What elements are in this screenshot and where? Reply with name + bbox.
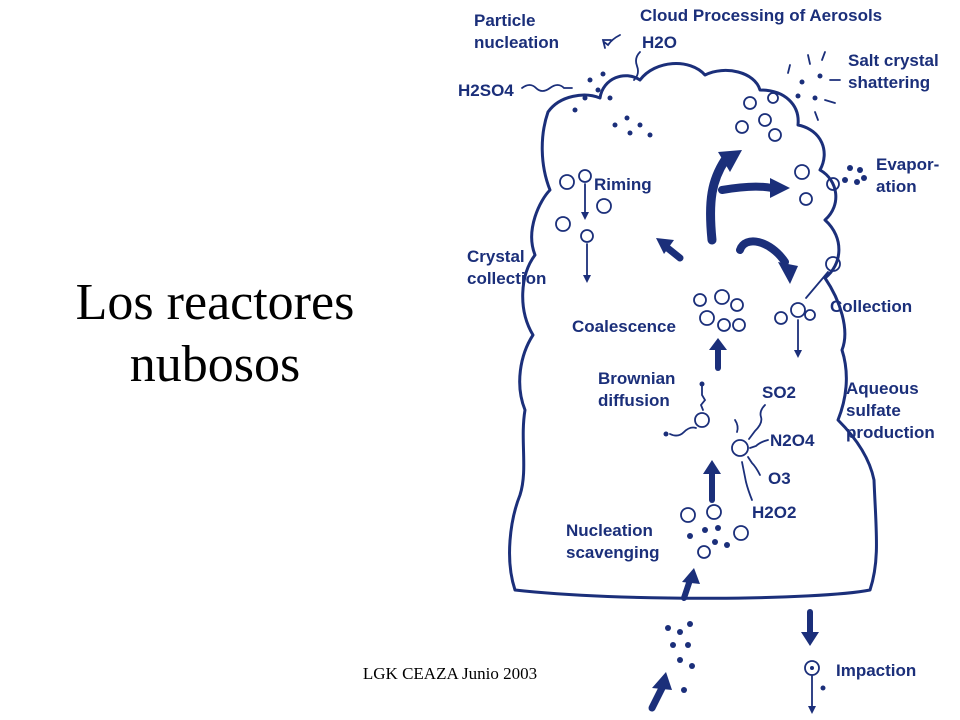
label-particle-1: Particle xyxy=(474,11,535,30)
aqueous-group xyxy=(731,404,769,501)
label-salt-2: shattering xyxy=(848,73,930,92)
label-nucleation-1: Nucleation xyxy=(566,521,653,540)
label-evap-1: Evapor- xyxy=(876,155,939,174)
label-o3: O3 xyxy=(768,469,791,488)
updraft-arrow xyxy=(706,155,730,245)
cloud-processing-diagram: Cloud Processing of Aerosols Particle nu… xyxy=(458,6,939,714)
coalescence-drops xyxy=(693,289,746,332)
evap-particles xyxy=(842,165,867,185)
impaction-arrowhead-2 xyxy=(808,706,816,714)
crystal-arrowhead xyxy=(583,275,591,283)
label-riming: Riming xyxy=(594,175,652,194)
label-impaction: Impaction xyxy=(836,661,916,680)
label-h2o: H2O xyxy=(642,33,677,52)
side-arrowhead xyxy=(770,178,790,198)
label-nucleation-2: scavenging xyxy=(566,543,660,562)
impaction-particles xyxy=(810,666,826,691)
entry-arrowhead xyxy=(682,568,700,584)
nucleation-hook xyxy=(601,34,621,49)
label-particle-2: nucleation xyxy=(474,33,559,52)
brownian-group xyxy=(669,384,710,437)
evap-droplets xyxy=(794,164,840,206)
brownian-particles xyxy=(663,381,705,437)
slide-footer: LGK CEAZA Junio 2003 xyxy=(362,664,538,683)
cloud-outline xyxy=(508,62,878,600)
label-h2so4: H2SO4 xyxy=(458,81,514,100)
impaction-arrowhead xyxy=(801,632,819,646)
h2o-squiggle xyxy=(633,51,641,81)
h2so4-squiggle xyxy=(521,84,573,92)
label-n2o4: N2O4 xyxy=(770,431,815,450)
label-brownian-2: diffusion xyxy=(598,391,670,410)
label-aqueous-2: sulfate xyxy=(846,401,901,420)
side-arrow xyxy=(718,182,776,194)
entry-arrow xyxy=(681,577,693,601)
curve-arrow xyxy=(736,237,789,266)
label-so2: SO2 xyxy=(762,383,796,402)
label-crystal-2: collection xyxy=(467,269,546,288)
scavenging-arrowhead xyxy=(703,460,721,474)
shatter-lines xyxy=(787,51,841,121)
nucleated-particles xyxy=(572,71,653,138)
label-aqueous-1: Aqueous xyxy=(846,379,919,398)
label-aqueous-3: production xyxy=(846,423,935,442)
label-crystal-1: Crystal xyxy=(467,247,525,266)
label-brownian-1: Brownian xyxy=(598,369,675,388)
rise-arrow xyxy=(648,684,666,712)
label-salt-1: Salt crystal xyxy=(848,51,939,70)
riming-group xyxy=(555,169,612,276)
label-coalescence: Coalescence xyxy=(572,317,676,336)
updraft-arrowhead xyxy=(718,150,742,172)
collection-arrowhead xyxy=(794,350,802,358)
impaction-drop xyxy=(804,660,820,707)
slide-title: Los reactores nubosos xyxy=(40,272,390,396)
label-evap-2: ation xyxy=(876,177,917,196)
title-line-1: Los reactores xyxy=(75,274,355,331)
collection-drops xyxy=(774,256,841,351)
scavenging-particles xyxy=(687,525,730,548)
left-arrowhead xyxy=(656,238,674,254)
coalescence-arrowhead xyxy=(709,338,727,350)
ice-crystals-top xyxy=(735,92,782,142)
diagram-title: Cloud Processing of Aerosols xyxy=(640,6,882,25)
rise-arrowhead xyxy=(652,672,672,690)
label-collection: Collection xyxy=(830,297,912,316)
label-h2o2: H2O2 xyxy=(752,503,796,522)
title-line-2: nubosos xyxy=(129,336,301,393)
curve-arrowhead xyxy=(778,262,798,284)
riming-arrowhead xyxy=(581,212,589,220)
shatter-particles xyxy=(795,73,823,101)
below-cloud-particles xyxy=(665,621,695,693)
scavenging-drops xyxy=(680,504,749,559)
